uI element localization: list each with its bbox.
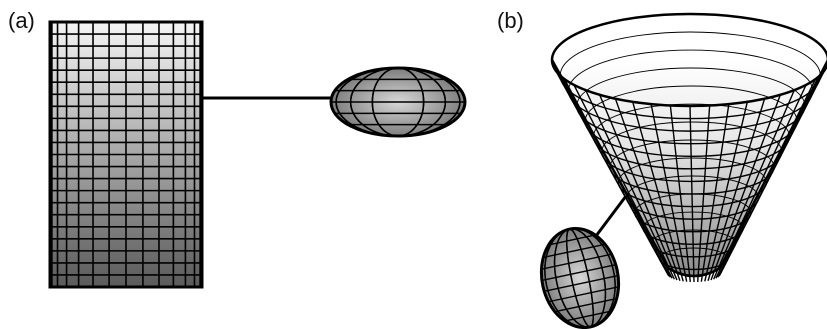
panel-a-label: (a) [8,8,35,33]
ellipsoid-mesh-b [532,221,627,329]
panel-b [532,14,827,329]
ellipsoid-mesh-a [331,68,465,136]
cylinder-mesh [50,22,202,287]
panel-a [50,22,465,287]
panel-b-label: (b) [497,8,524,33]
